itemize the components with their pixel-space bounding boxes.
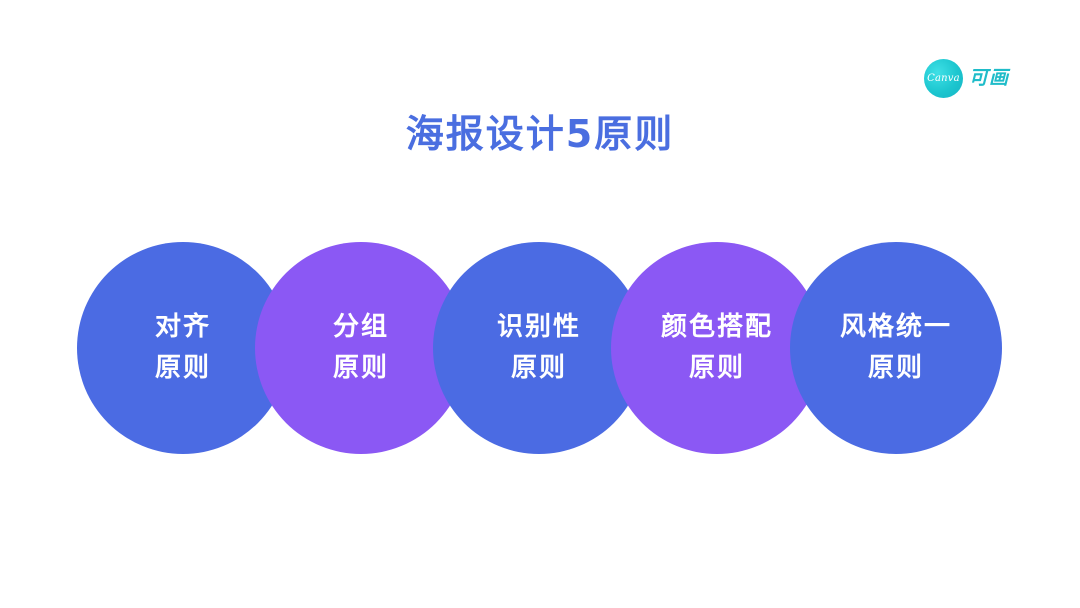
principle-label-line2: 原则 bbox=[154, 353, 211, 383]
principle-label-line1: 识别性 bbox=[496, 312, 581, 342]
logo-text: 可画 bbox=[969, 67, 1010, 89]
principle-circle-style-consistency: 风格统一 原则 bbox=[790, 242, 1002, 454]
principle-label-line1: 风格统一 bbox=[839, 312, 952, 342]
canva-logo: Canva 可画 bbox=[924, 59, 1009, 98]
principle-label-line2: 原则 bbox=[332, 353, 389, 383]
page-title: 海报设计5原则 bbox=[405, 112, 675, 156]
canva-badge-icon: Canva bbox=[924, 59, 963, 98]
principle-circle-grouping: 分组 原则 bbox=[255, 242, 467, 454]
principle-circle-recognizability: 识别性 原则 bbox=[433, 242, 645, 454]
principle-label-line1: 对齐 bbox=[154, 312, 211, 342]
principle-label-line2: 原则 bbox=[867, 353, 924, 383]
principle-label-line1: 分组 bbox=[332, 312, 389, 342]
principle-label-line2: 原则 bbox=[510, 353, 567, 383]
principle-circle-color-matching: 颜色搭配 原则 bbox=[611, 242, 823, 454]
principle-label-line2: 原则 bbox=[688, 353, 745, 383]
principle-circle-alignment: 对齐 原则 bbox=[77, 242, 289, 454]
principle-label-line1: 颜色搭配 bbox=[660, 312, 773, 342]
